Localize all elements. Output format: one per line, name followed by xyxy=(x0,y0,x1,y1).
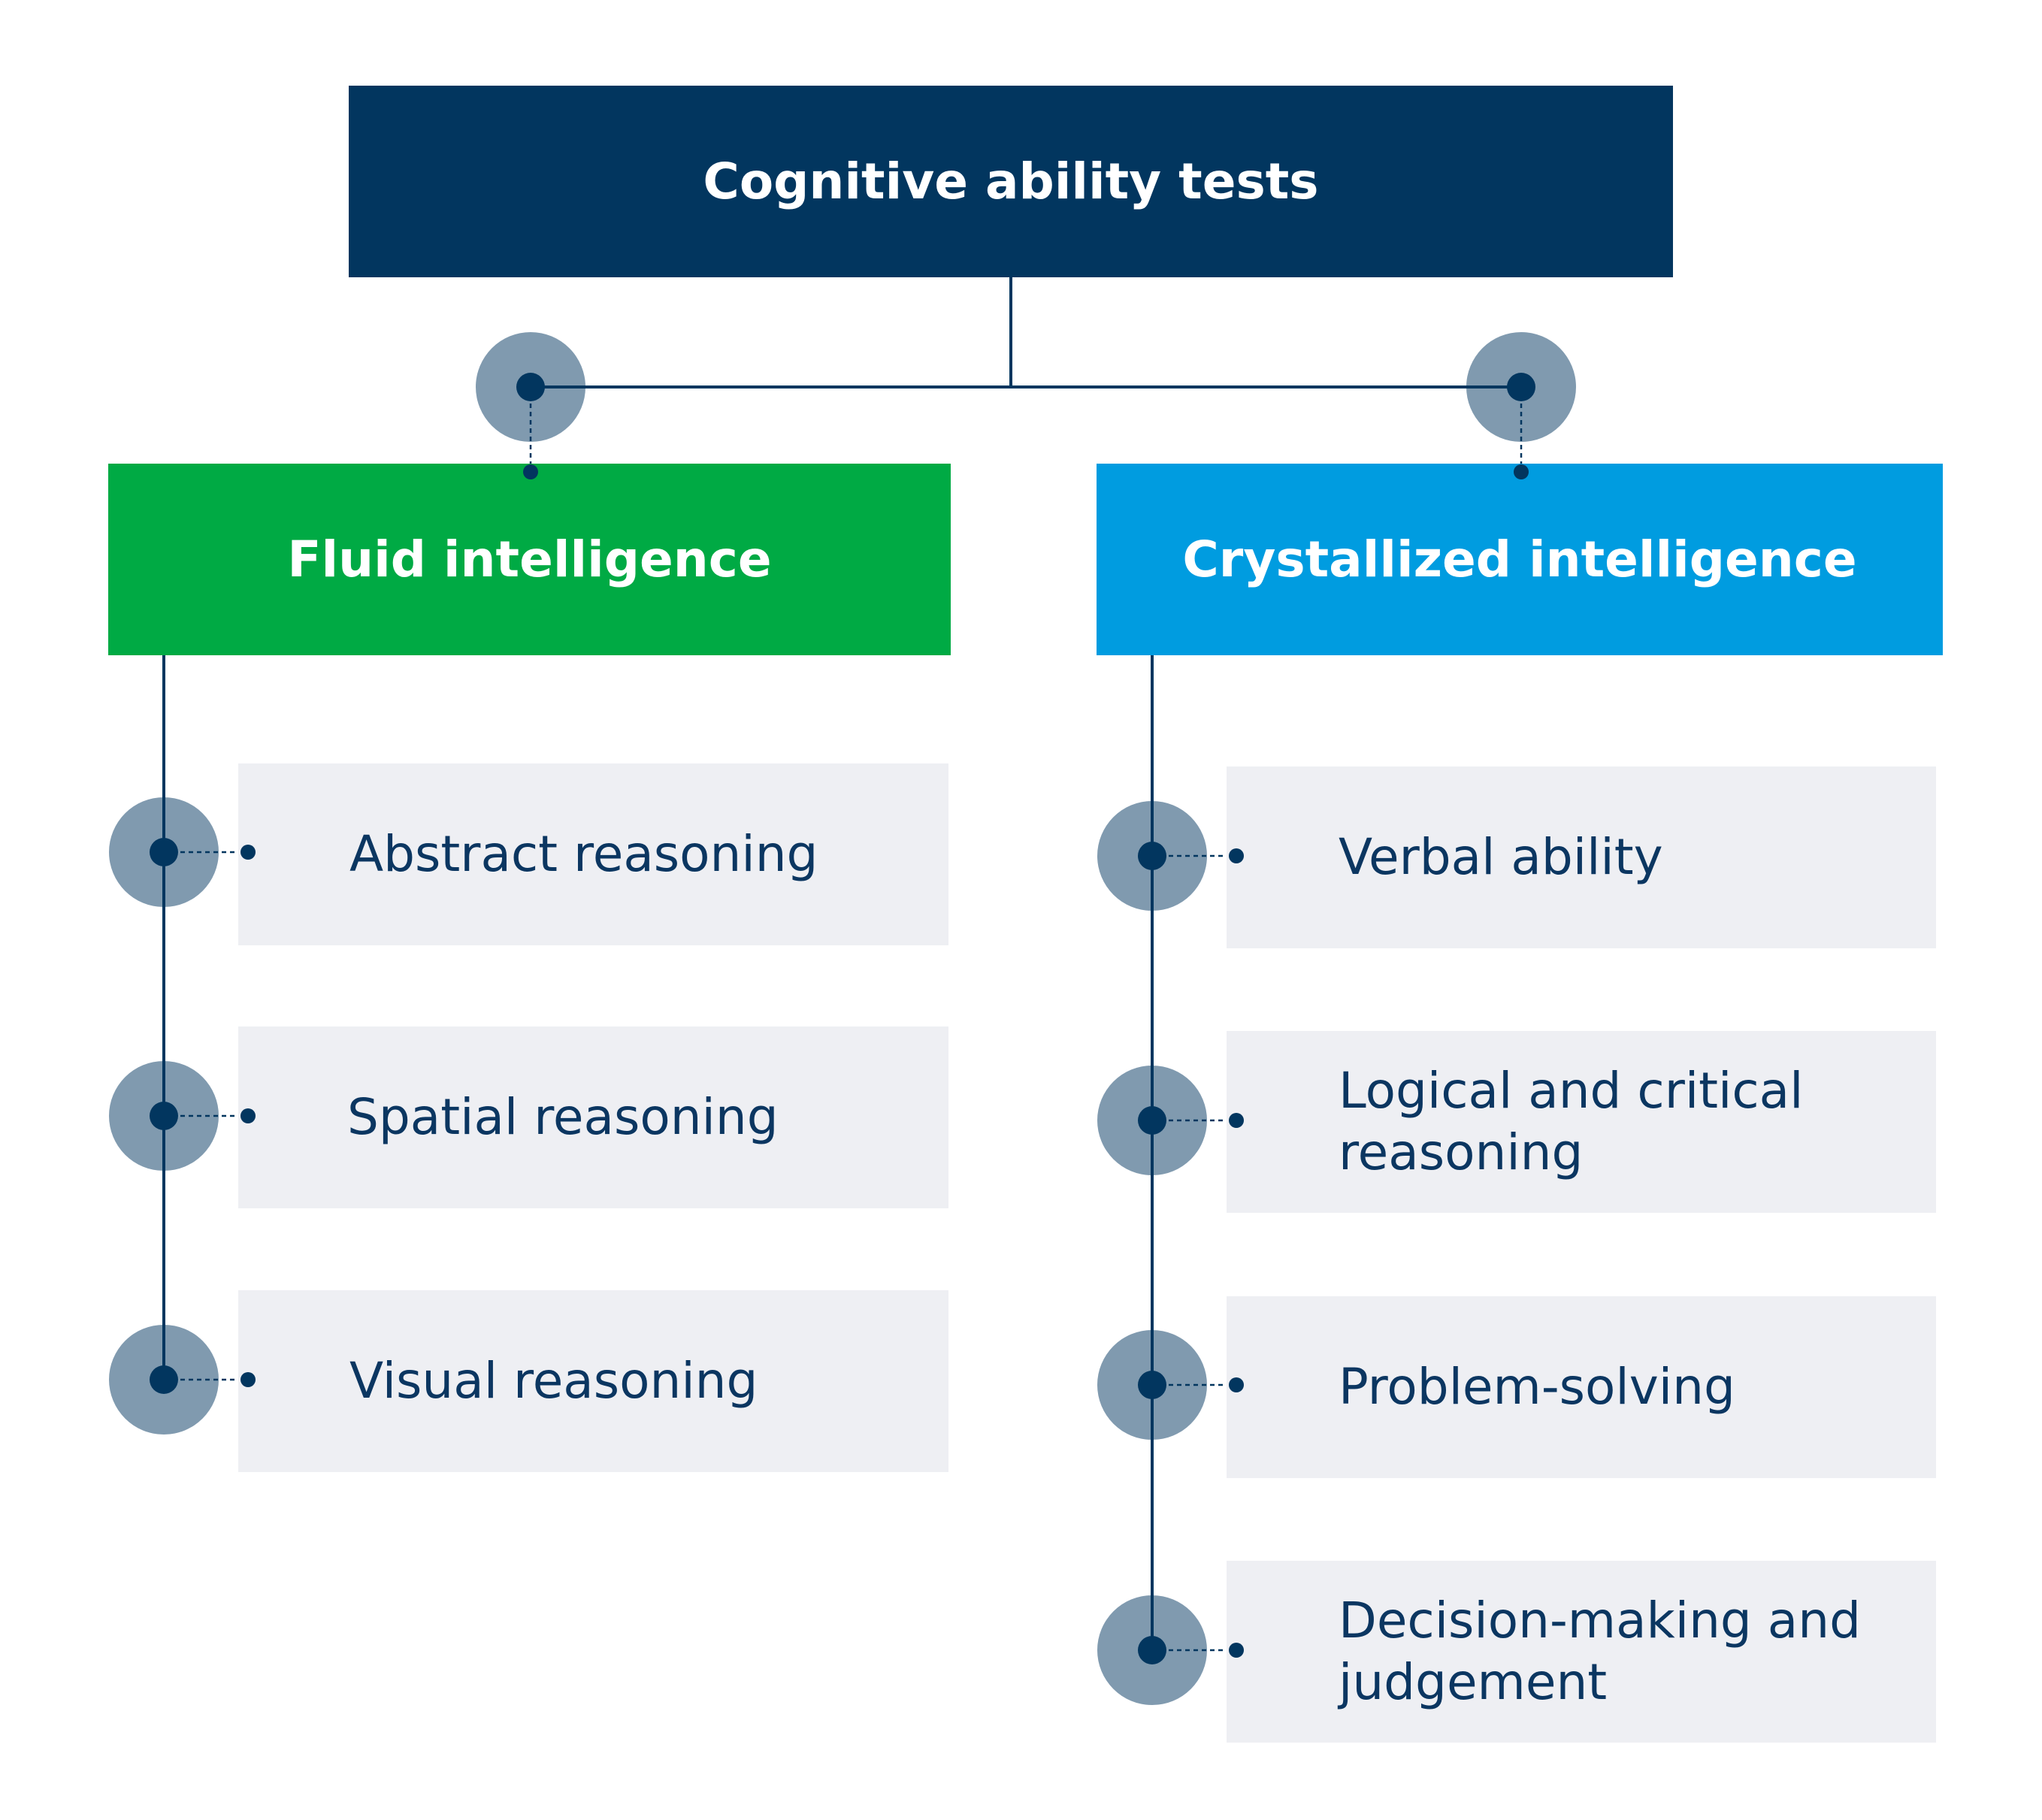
fluid-item-label: Visual reasoning xyxy=(349,1351,758,1410)
fluid-item-label: Abstract reasoning xyxy=(349,824,818,883)
cryst-item-tip-dot-icon xyxy=(1229,1377,1244,1392)
root-title: Cognitive ability tests xyxy=(703,153,1319,210)
fluid-item-box: Spatial reasoning xyxy=(238,1026,948,1208)
cryst-item-node-icon xyxy=(1097,1330,1207,1440)
cryst-item-box: Verbal ability xyxy=(1227,766,1936,948)
cryst-item-tip-dot-icon xyxy=(1229,848,1244,863)
cryst-item-label: Decision-making and judgement xyxy=(1339,1591,1861,1712)
fluid-item-tip-dot-icon xyxy=(241,1372,256,1387)
cryst-title: Crystallized intelligence xyxy=(1182,531,1857,588)
fluid-item-label: Spatial reasoning xyxy=(347,1087,779,1146)
fluid-branch-node-icon xyxy=(476,332,585,442)
cryst-item-node-icon xyxy=(1097,1595,1207,1705)
cryst-item-label: Verbal ability xyxy=(1339,827,1663,886)
fluid-item-node-icon xyxy=(109,1325,219,1435)
fluid-item-tip-dot-icon xyxy=(241,1108,256,1123)
crystallized-intelligence-box: Crystallized intelligence xyxy=(1097,464,1943,655)
fluid-intelligence-box: Fluid intelligence xyxy=(108,464,951,655)
cryst-item-label: Problem-solving xyxy=(1339,1357,1735,1416)
fluid-title: Fluid intelligence xyxy=(287,531,772,588)
cryst-item-tip-dot-icon xyxy=(1229,1113,1244,1128)
fluid-item-node-icon xyxy=(109,1061,219,1171)
cryst-item-label: Logical and critical reasoning xyxy=(1339,1061,1804,1182)
cryst-branch-tip-dot-icon xyxy=(1514,464,1529,479)
fluid-item-box: Visual reasoning xyxy=(238,1290,948,1472)
cryst-item-node-icon xyxy=(1097,801,1207,911)
cryst-item-box: Logical and critical reasoning xyxy=(1227,1031,1936,1213)
cryst-item-node-icon xyxy=(1097,1066,1207,1175)
cryst-item-box: Decision-making and judgement xyxy=(1227,1561,1936,1743)
cryst-item-box: Problem-solving xyxy=(1227,1296,1936,1478)
fluid-item-tip-dot-icon xyxy=(241,845,256,860)
fluid-item-box: Abstract reasoning xyxy=(238,763,948,945)
root-node-box: Cognitive ability tests xyxy=(349,86,1673,277)
fluid-branch-tip-dot-icon xyxy=(523,464,538,479)
fluid-item-node-icon xyxy=(109,797,219,907)
cryst-branch-node-icon xyxy=(1466,332,1576,442)
cryst-item-tip-dot-icon xyxy=(1229,1643,1244,1658)
